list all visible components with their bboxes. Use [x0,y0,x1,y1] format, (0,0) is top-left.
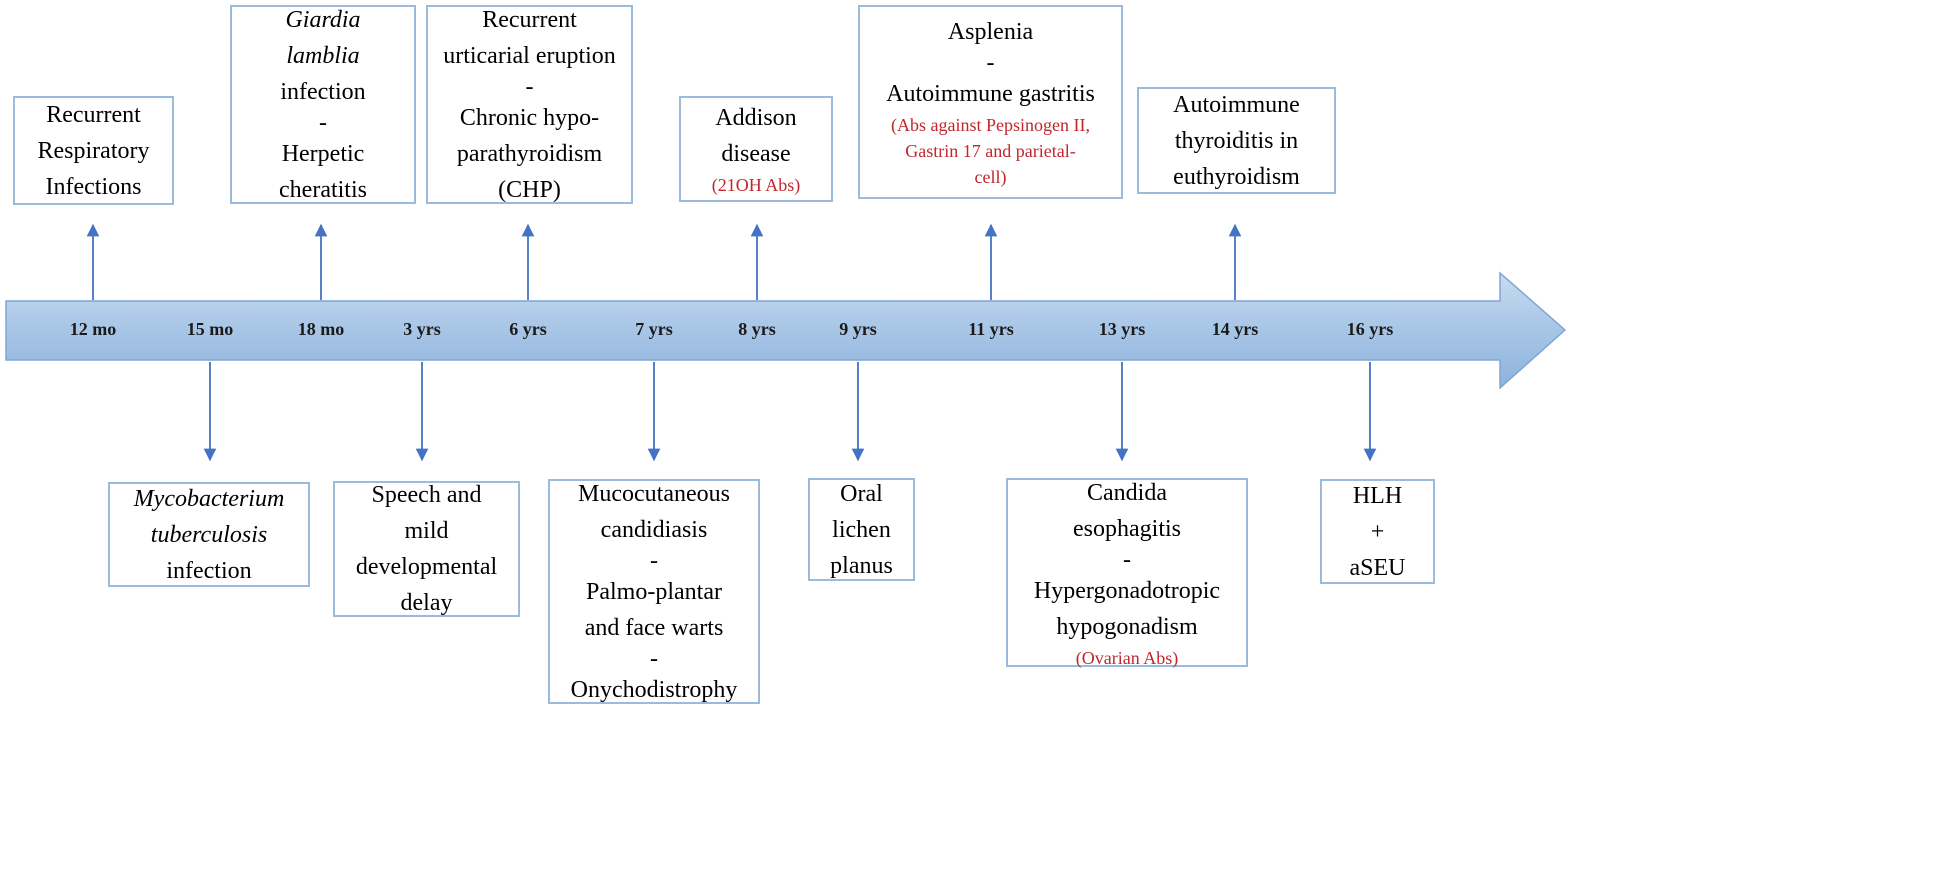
event-text-line: Mycobacterium [133,485,285,512]
event-text-line: infection [166,557,252,584]
event-text-line: Asplenia [947,19,1034,45]
event-text-line: developmental [355,554,498,580]
event-text-line: cell) [974,167,1007,187]
event-box-above: Addison disease (21OH Abs) [679,96,833,202]
event-text-line: disease [721,141,791,167]
age-label: 6 yrs [509,319,547,339]
event-text-line: hypogonadism [1056,613,1198,640]
event-text-line: infection [280,78,366,105]
event-text-line: - [650,645,658,672]
event-text-line: Infections [45,173,142,200]
event-box-below: Mycobacterium tuberculosis infection [108,482,310,587]
event-box-above: Giardia lamblia infection - Herpetic cheratit… [230,5,416,204]
event-text-line: Hypergonadotropic [1033,577,1221,604]
event-text-line: parathyroidism [456,140,603,167]
event-text-line: lamblia [286,42,360,69]
age-label: 14 yrs [1211,319,1259,339]
event-text-line: - [319,109,327,136]
event-text-line: tuberculosis [150,521,268,548]
timeline-arrow [5,271,1567,390]
age-label: 8 yrs [738,319,776,339]
event-text-line: thyroiditis in [1174,127,1299,154]
connector-arrows [86,223,1377,462]
event-text-line: Mucocutaneous [578,480,730,507]
age-label: 12 mo [69,319,117,339]
event-text-line: aSEU [1349,554,1406,581]
event-text-line: Autoimmune gastritis [886,81,1095,107]
age-label: 7 yrs [635,319,673,339]
event-box-above: Recurrent urticarial eruption - Chronic hyp… [426,5,633,204]
event-text-line: euthyroidism [1173,163,1300,190]
event-text-line: - [986,50,995,76]
event-text-line: lichen [832,516,891,543]
event-text-line: Chronic hypo- [459,104,600,131]
event-box-below: Mucocutaneous candidiasis - Palmo-plantar an… [548,479,760,704]
event-text-line: Speech and [371,482,482,508]
age-label: 18 mo [297,319,345,339]
event-text-line: Recurrent [46,101,141,128]
event-text-line: Giardia [285,6,361,33]
event-text-line: - [650,547,658,574]
event-text-line: Gastrin 17 and parietal- [905,141,1076,161]
event-box-above: Asplenia - Autoimmune gastritis (Abs agains… [858,5,1123,199]
event-text-line: Respiratory [37,137,150,164]
event-text-line: delay [400,590,453,616]
age-label: 13 yrs [1098,319,1146,339]
event-text-line: - [525,73,534,100]
event-text-line: urticarial eruption [443,42,616,69]
event-box-below: Speech and mild developmental delay [333,481,520,617]
event-text-line: mild [404,518,449,544]
event-text-line: (CHP) [498,176,561,203]
event-text-line: Onychodistrophy [570,676,738,703]
event-text-line: Addison [715,105,797,131]
event-text-line: planus [830,552,893,579]
event-text-line: Candida [1087,479,1167,506]
event-text-line: (21OH Abs) [711,175,801,195]
event-text-line: Oral [840,480,883,507]
event-text-line: + [1370,518,1385,545]
event-box-below: HLH + aSEU [1320,479,1435,584]
age-label: 3 yrs [403,319,441,339]
event-text-line: HLH [1352,482,1403,509]
event-box-above: Autoimmune thyroiditis in euthyroidism [1137,87,1336,194]
event-box-below: Candida esophagitis - Hypergonadotropic hypo… [1006,478,1248,668]
event-text-line: (Ovarian Abs) [1075,647,1179,668]
event-text-line: (Abs against Pepsinogen II, [891,115,1090,135]
event-box-below: Oral lichen planus [808,478,915,581]
age-label: 11 yrs [968,319,1014,339]
age-label: 15 mo [186,319,234,339]
event-text-line: Herpetic [281,140,365,167]
age-label: 9 yrs [839,319,877,339]
event-text-line: - [1123,546,1131,573]
event-text-line: Recurrent [482,6,577,33]
event-text-line: cheratitis [279,176,367,203]
event-text-line: Autoimmune [1173,91,1300,118]
event-text-line: and face warts [584,614,724,641]
age-label: 16 yrs [1346,319,1394,339]
event-text-line: esophagitis [1073,515,1181,542]
event-text-line: candidiasis [600,516,708,543]
event-text-line: Palmo-plantar [586,578,722,605]
